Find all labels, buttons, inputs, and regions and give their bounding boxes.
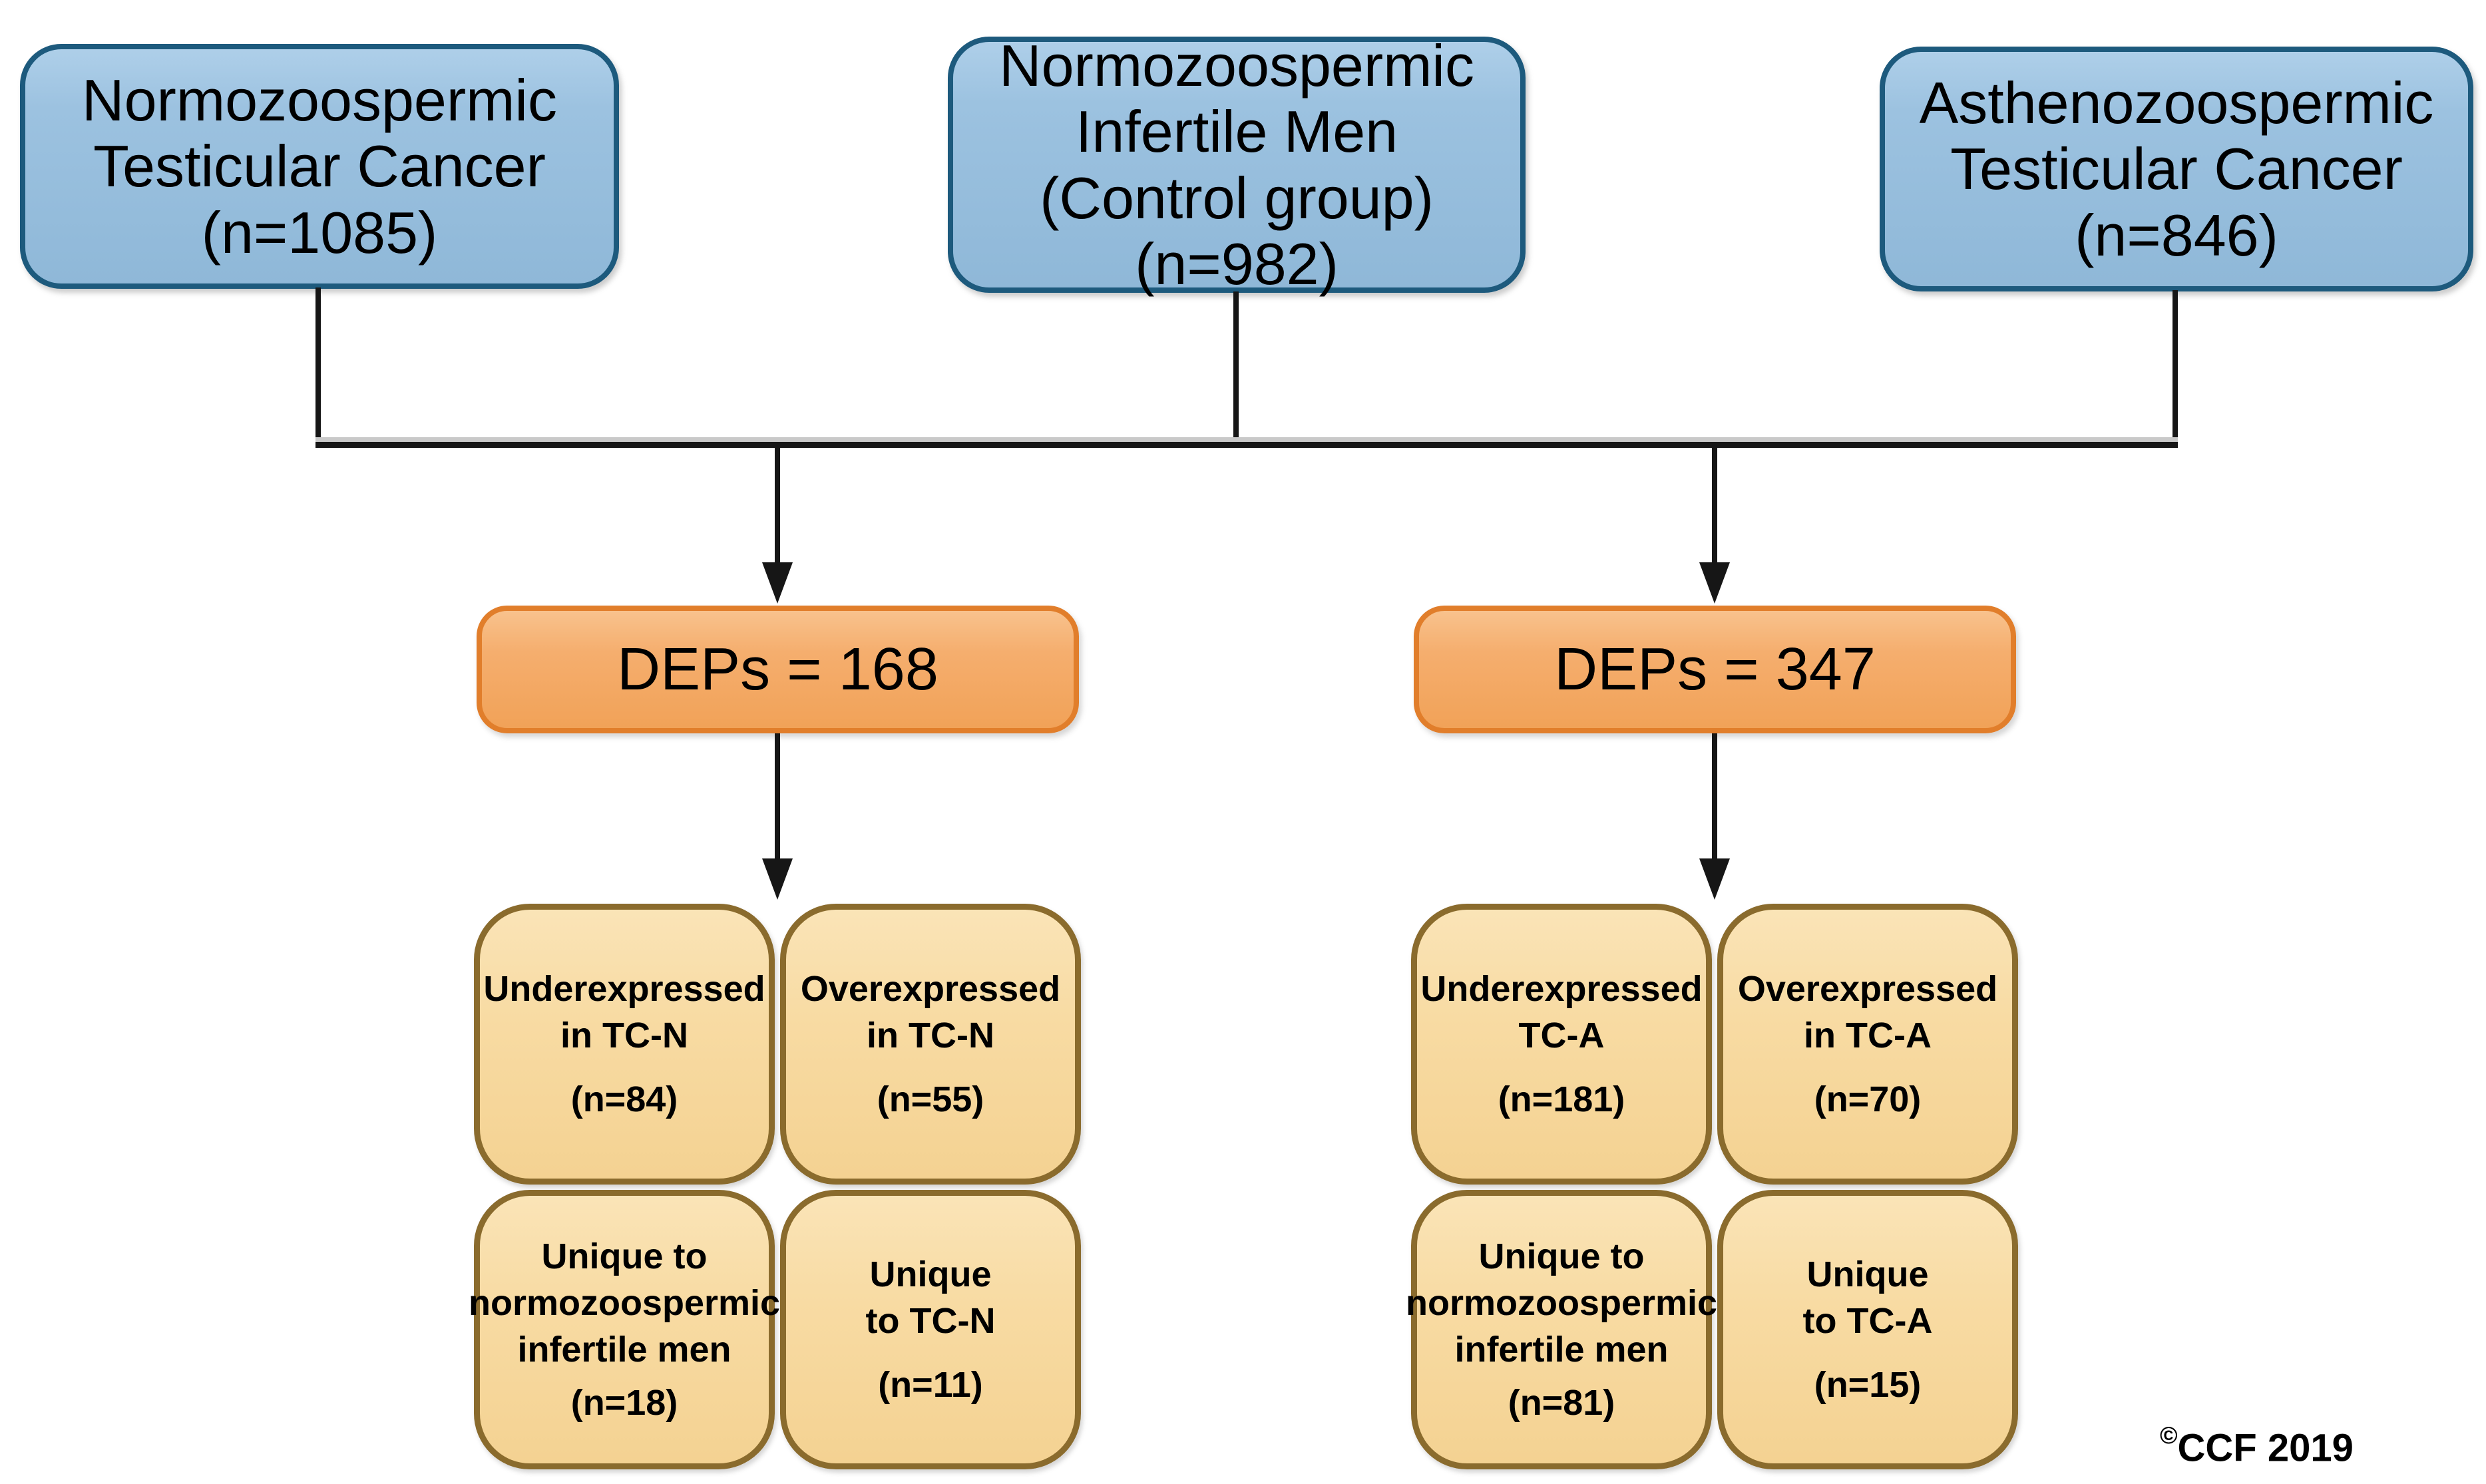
node-count: (n=81) [1508,1383,1615,1423]
node-unique-infertile-right: Unique to normozoospermic infertile men … [1406,1190,1717,1469]
node-count: (n=1085) [201,199,438,266]
connector-stub-right [2173,290,2178,447]
node-text-line: Overexpressed [800,968,1061,1009]
arrowhead-deps-right [1699,562,1730,604]
node-count: (n=982) [1135,230,1339,297]
node-text-line: Normozoospermic [999,32,1474,98]
node-normozoospermic-infertile-control: Normozoospermic Infertile Men (Control g… [948,33,1526,297]
node-text-line: Underexpressed [483,968,765,1009]
node-unique-infertile-left: Unique to normozoospermic infertile men … [469,1190,780,1469]
copyright-symbol: © [2160,1421,2178,1449]
node-deps-tca: DEPs = 347 [1414,606,2016,733]
node-text-line: Infertile Men [1075,98,1398,165]
arrowhead-results-left [762,858,793,900]
node-text-line: Asthenozoospermic [1919,69,2434,136]
node-text-line: to TC-A [1802,1300,1933,1341]
deps-label: DEPs = 168 [617,636,938,703]
node-text-line: in TC-N [560,1015,688,1055]
node-text-line: infertile men [1454,1330,1669,1370]
node-text-line: Overexpressed [1737,968,1998,1009]
node-underexpressed-tca: Underexpressed TC-A (n=181) [1411,904,1712,1185]
node-text-line: in TC-A [1804,1015,1932,1055]
node-unique-tca: Unique to TC-A (n=15) [1717,1190,2018,1469]
node-overexpressed-tca: Overexpressed in TC-A (n=70) [1717,904,2018,1185]
node-count: (n=11) [878,1365,983,1405]
node-text-line: TC-A [1518,1015,1605,1055]
node-text-line: to TC-N [865,1300,996,1341]
node-normozoospermic-testicular-cancer: Normozoospermic Testicular Cancer (n=108… [20,44,619,289]
node-text-line: Unique to [1478,1236,1645,1276]
node-text-line: normozoospermic [468,1282,781,1323]
node-count: (n=84) [570,1079,678,1120]
node-unique-tcn: Unique to TC-N (n=11) [780,1190,1081,1469]
node-text-line: in TC-N [867,1015,994,1055]
copyright-credit: ©CCF 2019 [2160,1421,2354,1470]
node-text-line: infertile men [517,1330,731,1370]
node-underexpressed-tcn: Underexpressed in TC-N (n=84) [474,904,775,1185]
node-asthenozoospermic-testicular-cancer: Asthenozoospermic Testicular Cancer (n=8… [1880,47,2473,291]
node-text-line: Unique [869,1254,992,1294]
node-text-line: Unique [1806,1254,1929,1294]
node-text-line: Unique to [541,1236,708,1276]
node-text-line: Testicular Cancer [1950,136,2403,202]
node-overexpressed-tcn: Overexpressed in TC-N (n=55) [780,904,1081,1185]
node-count: (n=181) [1498,1079,1625,1120]
node-text-line: (Control group) [1040,164,1434,231]
arrow-shaft-deps-left [775,448,780,566]
arrowhead-results-right [1699,858,1730,900]
node-text-line: Testicular Cancer [93,133,546,200]
arrow-shaft-results-right [1712,733,1717,861]
arrow-shaft-deps-right [1712,448,1717,566]
arrow-shaft-results-left [775,733,780,861]
node-count: (n=18) [570,1383,678,1423]
node-count: (n=846) [2075,202,2278,268]
connector-stub-left [315,287,321,447]
node-text-line: normozoospermic [1405,1282,1718,1323]
node-count: (n=15) [1814,1365,1922,1405]
node-deps-tcn: DEPs = 168 [477,606,1079,733]
connector-horizontal-line [315,442,2178,448]
node-text-line: Normozoospermic [82,67,557,133]
copyright-text: CCF 2019 [2177,1426,2354,1470]
node-count: (n=55) [877,1079,984,1120]
connector-stub-middle [1233,291,1239,447]
deps-label: DEPs = 347 [1554,636,1876,703]
arrowhead-deps-left [762,562,793,604]
node-text-line: Underexpressed [1420,968,1703,1009]
node-count: (n=70) [1814,1079,1922,1120]
